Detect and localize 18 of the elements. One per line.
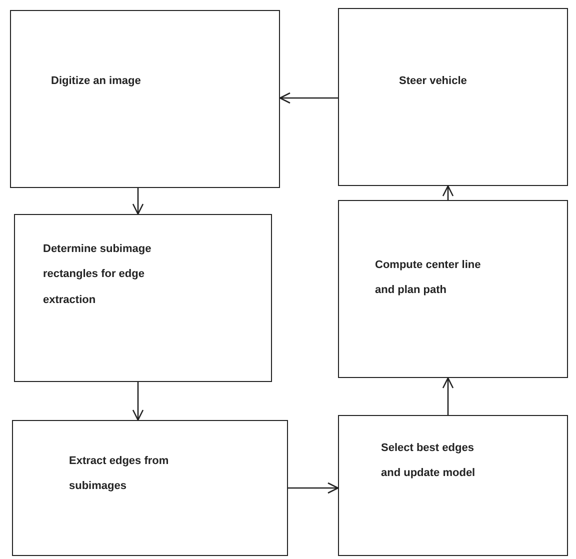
step-label: Determine subimage rectangles for edge extraction [43, 242, 152, 308]
arrow [288, 482, 339, 494]
step-label: Extract edges from subimages [69, 454, 169, 494]
arrow [442, 185, 454, 200]
process-box [10, 10, 280, 188]
step-label: Select best edges and update model [381, 441, 476, 482]
arrow [442, 377, 454, 415]
arrow [132, 382, 144, 421]
arrow [132, 188, 144, 215]
step-label: Compute center line and plan path [375, 258, 482, 298]
process-box [338, 8, 568, 186]
step-label: Steer vehicle [399, 74, 467, 89]
process-box [338, 200, 568, 378]
arrow [279, 92, 338, 104]
process-box [14, 214, 272, 382]
process-box [12, 420, 288, 556]
step-label: Digitize an image [51, 74, 141, 89]
process-box [338, 415, 568, 556]
